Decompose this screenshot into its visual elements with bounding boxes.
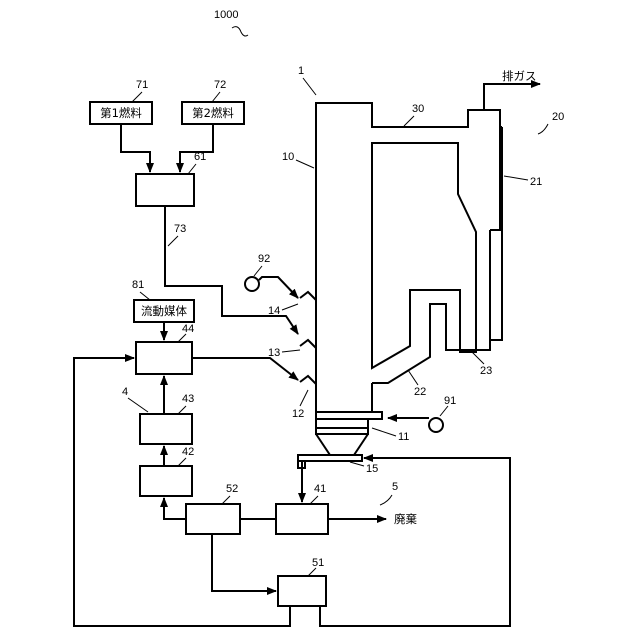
leader-52	[222, 496, 230, 504]
leader-81	[140, 292, 150, 300]
leader-51	[308, 568, 316, 576]
fluid-medium-label: 流動媒体	[141, 304, 187, 318]
ref-11: 11	[398, 431, 409, 443]
box-41	[276, 504, 328, 534]
leader-1	[303, 78, 316, 95]
ref-20: 20	[552, 111, 564, 123]
leader-41	[310, 496, 318, 504]
leader-4	[128, 398, 148, 412]
ref-71: 71	[136, 79, 148, 91]
leader-43	[178, 406, 186, 414]
ref-13: 13	[268, 347, 280, 359]
fuel2-label: 第2燃料	[192, 106, 234, 120]
leader-30	[404, 116, 414, 126]
ref-14: 14	[268, 305, 280, 317]
leader-71	[132, 92, 142, 102]
hopper	[316, 434, 368, 455]
leader-15	[350, 462, 364, 466]
fuel1-label: 第1燃料	[100, 106, 142, 120]
leader-14	[282, 304, 298, 310]
leader-10	[296, 160, 314, 168]
box-42	[140, 466, 192, 496]
line-44-nozzle12	[192, 358, 298, 380]
blower-92-icon	[245, 277, 259, 291]
leader-12	[300, 390, 308, 406]
leader-91	[440, 406, 448, 416]
leader-20	[538, 124, 548, 134]
leader-5	[380, 495, 392, 505]
ref-44: 44	[182, 323, 194, 335]
ref-15: 15	[366, 463, 378, 475]
leader-11	[372, 428, 396, 436]
ref-30: 30	[412, 103, 424, 115]
line-52-42	[164, 498, 186, 519]
reactor	[298, 84, 540, 468]
return-line-51-15	[320, 458, 510, 626]
nozzle-13	[300, 340, 316, 348]
leader-22	[408, 370, 418, 385]
ref-91: 91	[444, 395, 456, 407]
ref-72: 72	[214, 79, 226, 91]
box-44	[136, 342, 192, 374]
ref-22: 22	[414, 386, 426, 398]
box-52	[186, 504, 240, 534]
waste-label: 廃棄	[394, 512, 417, 526]
leader-61	[188, 164, 196, 174]
windbox	[316, 419, 368, 434]
leader-13	[282, 350, 300, 352]
leader-42	[178, 458, 186, 466]
leader-72	[212, 92, 220, 102]
ref-41: 41	[314, 483, 326, 495]
ref-4: 4	[122, 386, 128, 398]
riser-inner-wall	[372, 143, 476, 368]
nozzle-12	[300, 376, 316, 384]
ref-51: 51	[312, 557, 324, 569]
ref-23: 23	[480, 365, 492, 377]
exhaust-gas-label: 排ガス	[502, 69, 537, 83]
ref-12: 12	[292, 408, 304, 420]
ref-52: 52	[226, 483, 238, 495]
exhaust-line	[484, 84, 540, 110]
ref-81: 81	[132, 279, 144, 291]
leader-92	[254, 266, 262, 276]
line-fuel2	[180, 124, 213, 172]
box-43	[140, 414, 192, 444]
ref-21: 21	[530, 176, 542, 188]
figure-number: 1000	[214, 9, 238, 21]
ref-5: 5	[392, 481, 398, 493]
ref-42: 42	[182, 446, 194, 458]
ref-73: 73	[174, 223, 186, 235]
downcomer-loop	[372, 230, 490, 383]
nozzle-14	[300, 292, 316, 300]
leader-73	[168, 236, 178, 246]
box-51	[278, 576, 326, 606]
ref-43: 43	[182, 393, 194, 405]
cyclone-cone-right	[490, 127, 500, 230]
ref-61: 61	[194, 151, 206, 163]
leader-23	[472, 352, 484, 364]
ref-92: 92	[258, 253, 270, 265]
blower-91-icon	[429, 418, 443, 432]
ref-1: 1	[298, 65, 304, 77]
distributor-plate	[316, 412, 382, 419]
line-fuel1	[121, 124, 150, 172]
line-52-51	[212, 534, 276, 591]
leader-21	[504, 176, 528, 180]
figure-number-leader	[232, 27, 248, 36]
blower-92-line	[259, 277, 298, 298]
ref-10: 10	[282, 151, 294, 163]
leader-44	[178, 334, 186, 342]
discharge-device	[298, 455, 362, 461]
mixer-61	[136, 174, 194, 206]
